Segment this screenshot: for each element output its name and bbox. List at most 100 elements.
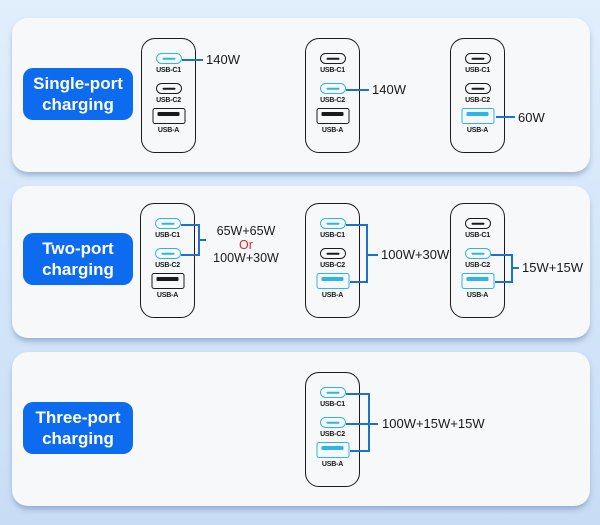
usb-c2-port-label: USB-C2	[155, 262, 180, 269]
badge-line1: Three-port	[35, 408, 121, 427]
usb-c1-port-icon	[154, 218, 181, 229]
usb-c2-port-icon	[464, 248, 491, 259]
usb-c-pin-bar	[326, 252, 339, 255]
usb-c1-port-label: USB-C1	[465, 232, 490, 239]
three-port-charging-badge: Three-port charging	[23, 402, 133, 454]
usb-c-pin-bar	[471, 222, 484, 225]
usb-a-port-icon	[316, 442, 349, 458]
power-option-2: 100W+30W	[213, 251, 279, 265]
badge-line1: Single-port	[33, 74, 123, 93]
badge-line1: Two-port	[42, 239, 114, 258]
connector-line	[495, 281, 513, 284]
charger-outline: USB-C1 USB-C2 USB-A	[305, 38, 360, 153]
usb-a-port-label: USB-A	[321, 292, 344, 299]
single-port-charging-badge: Single-port charging	[23, 68, 133, 120]
usb-c2-port-label: USB-C2	[320, 97, 345, 104]
connector-line	[511, 267, 519, 270]
usb-a-tongue-bar	[157, 111, 180, 116]
usb-c1-port-label: USB-C1	[156, 67, 181, 74]
connector-line	[350, 450, 370, 453]
usb-a-port-icon	[316, 273, 349, 289]
usb-c1-port-label: USB-C1	[465, 67, 490, 74]
usb-c1-port-label: USB-C1	[320, 67, 345, 74]
power-annotation: 140W	[372, 82, 406, 97]
usb-c1-port-label: USB-C1	[320, 232, 345, 239]
two-port-charging-badge: Two-port charging	[23, 233, 133, 285]
usb-a-tongue-bar	[321, 276, 344, 281]
connector-line	[346, 422, 378, 425]
charger-outline: USB-C1 USB-C2 USB-A	[450, 38, 505, 153]
usb-c1-port-icon	[464, 53, 491, 64]
usb-c-pin-bar	[161, 222, 174, 225]
connector-line	[181, 253, 200, 256]
usb-c-pin-bar	[471, 57, 484, 60]
section-card-single-port: Single-port charging USB-C1 USB-C2 USB-A…	[12, 18, 590, 172]
usb-a-port-icon	[152, 108, 185, 124]
usb-a-port-label: USB-A	[466, 292, 489, 299]
power-annotation: 60W	[518, 109, 545, 125]
connector-line	[496, 116, 515, 119]
usb-c2-port-icon	[154, 248, 181, 259]
usb-c2-port-label: USB-C2	[465, 262, 490, 269]
connector-line	[350, 281, 368, 284]
usb-c2-port-label: USB-C2	[156, 97, 181, 104]
power-annotation: 100W+15W+15W	[382, 415, 485, 431]
usb-c-pin-bar	[471, 87, 484, 90]
usb-c1-port-icon	[155, 53, 182, 64]
usb-c1-port-label: USB-C1	[320, 401, 345, 408]
usb-c2-port-icon	[319, 417, 346, 428]
connector-bracket-line	[366, 223, 368, 284]
usb-c2-port-label: USB-C2	[320, 431, 345, 438]
usb-a-port-icon	[316, 108, 349, 124]
usb-c1-port-icon	[464, 218, 491, 229]
usb-a-port-label: USB-A	[156, 292, 179, 299]
usb-c-pin-bar	[326, 57, 339, 60]
usb-c-pin-bar	[161, 252, 174, 255]
badge-line2: charging	[42, 95, 114, 114]
connector-line	[491, 253, 513, 256]
usb-a-port-icon	[151, 273, 184, 289]
power-annotation: 140W	[206, 52, 240, 67]
usb-a-port-label: USB-A	[321, 127, 344, 134]
usb-c1-port-label: USB-C1	[155, 232, 180, 239]
power-annotation: 65W+65W Or 100W+30W	[208, 224, 284, 266]
usb-c-pin-bar	[326, 87, 339, 90]
charger-outline: USB-C1 USB-C2 USB-A	[450, 203, 505, 318]
usb-c1-port-icon	[319, 387, 346, 398]
badge-line2: charging	[42, 260, 114, 279]
charger-outline: USB-C1 USB-C2 USB-A	[305, 372, 360, 487]
usb-a-tongue-bar	[321, 445, 344, 450]
connector-line	[181, 223, 200, 226]
usb-c2-port-icon	[319, 83, 346, 94]
charger-outline: USB-C1 USB-C2 USB-A	[140, 203, 195, 318]
section-card-three-port: Three-port charging USB-C1 USB-C2 USB-A …	[12, 352, 590, 506]
badge-line2: charging	[42, 429, 114, 448]
usb-c2-port-icon	[155, 83, 182, 94]
usb-a-tongue-bar	[466, 111, 489, 116]
connector-line	[346, 88, 369, 91]
usb-a-tongue-bar	[321, 111, 344, 116]
usb-c2-port-label: USB-C2	[465, 97, 490, 104]
usb-c1-port-icon	[319, 218, 346, 229]
connector-bracket-line	[368, 392, 370, 453]
usb-c-pin-bar	[326, 421, 339, 424]
usb-c-pin-bar	[471, 252, 484, 255]
power-option-1: 65W+65W	[216, 224, 276, 238]
usb-c-pin-bar	[326, 222, 339, 225]
connector-line	[366, 253, 378, 256]
usb-c2-port-label: USB-C2	[320, 262, 345, 269]
usb-a-port-icon	[461, 273, 494, 289]
usb-c-pin-bar	[162, 57, 175, 60]
usb-c2-port-icon	[464, 83, 491, 94]
or-text: Or	[239, 237, 253, 252]
connector-line	[198, 238, 206, 241]
usb-a-port-label: USB-A	[466, 127, 489, 134]
connector-line	[346, 392, 370, 395]
section-card-two-port: Two-port charging USB-C1 USB-C2 USB-A 65…	[12, 186, 590, 338]
usb-a-port-label: USB-A	[321, 461, 344, 468]
usb-c-pin-bar	[326, 391, 339, 394]
usb-a-port-label: USB-A	[157, 127, 180, 134]
charger-outline: USB-C1 USB-C2 USB-A	[141, 38, 196, 153]
usb-c2-port-icon	[319, 248, 346, 259]
